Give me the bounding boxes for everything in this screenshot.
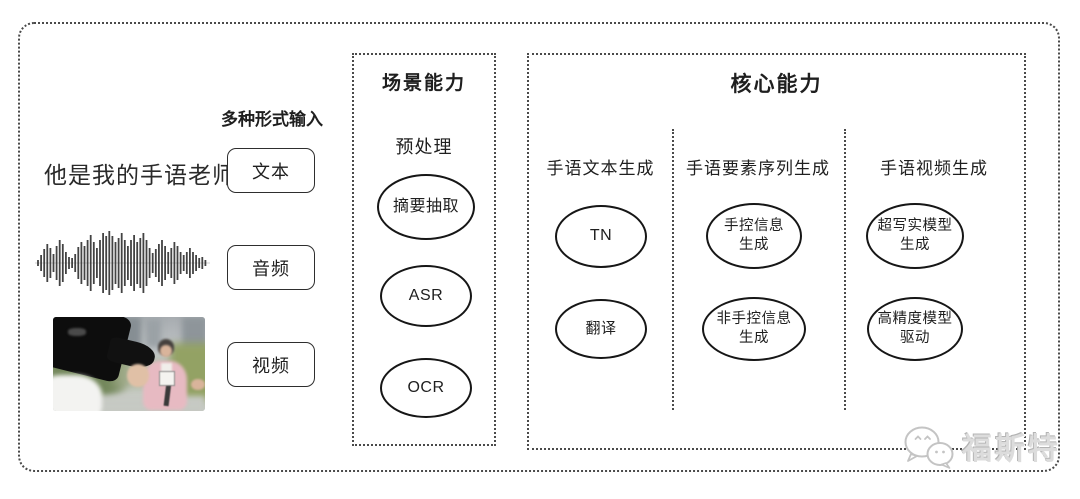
column-header-video-generation: 手语视频生成 [880,159,988,178]
input-type-video-box: 视频 [227,342,315,387]
input-type-text-box: 文本 [227,148,315,193]
node-asr: ASR [380,265,472,327]
node-translation: 翻译 [555,299,647,359]
audio-waveform-icon [35,231,210,295]
watermark-text: 福斯特 [962,433,1061,466]
sample-sentence-text: 他是我的手语老师 [44,162,236,188]
reporter-photo-thumbnail [53,317,205,411]
input-type-audio-label: 音频 [252,258,290,279]
core-capability-box: 核心能力 手语文本生成 手语要素序列生成 手语视频生成 TN 翻译 手控信息 生… [527,53,1026,450]
column-header-text-generation: 手语文本生成 [546,159,655,178]
watermark: 福斯特 [901,423,1061,469]
scene-capability-box: 场景能力 预处理 摘要抽取 ASR OCR [352,53,496,446]
node-hyperrealistic-model-generation: 超写实模型 生成 [866,203,964,269]
column-divider-2 [844,129,846,410]
node-ocr: OCR [380,358,472,418]
core-box-title: 核心能力 [730,73,823,96]
scene-box-title: 场景能力 [381,73,466,94]
wechat-icon [904,426,954,469]
outer-dotted-frame [18,22,1060,472]
column-divider-1 [672,129,674,410]
input-type-text-label: 文本 [252,161,290,182]
column-header-element-sequence-generation: 手语要素序列生成 [686,159,830,178]
input-type-audio-box: 音频 [227,245,315,290]
input-type-video-label: 视频 [252,355,290,376]
node-non-manual-info-generation: 非手控信息 生成 [702,297,806,361]
preprocess-label: 预处理 [395,137,453,157]
node-summary-extraction: 摘要抽取 [377,174,475,240]
node-high-precision-model-driving: 高精度模型 驱动 [867,297,963,361]
node-manual-info-generation: 手控信息 生成 [706,203,802,269]
input-section-label: 多种形式输入 [221,110,323,129]
node-tn: TN [555,205,647,268]
